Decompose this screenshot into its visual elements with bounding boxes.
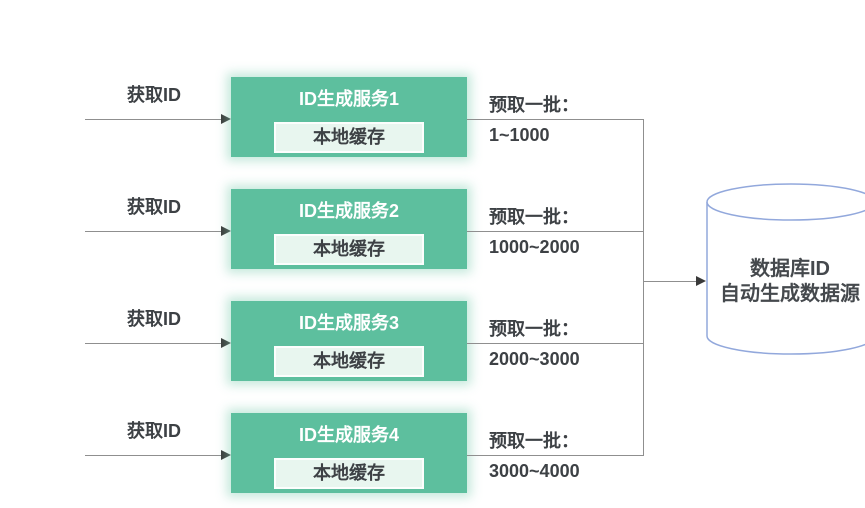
local-cache-node: 本地缓存 bbox=[274, 458, 424, 489]
prefetch-label: 预取一批： bbox=[489, 95, 579, 115]
request-line bbox=[85, 455, 223, 456]
database-cylinder-icon bbox=[706, 183, 865, 355]
service-title: ID生成服务4 bbox=[298, 425, 399, 445]
database-label-line1: 数据库ID bbox=[750, 258, 830, 280]
request-line bbox=[85, 119, 223, 120]
bus-line bbox=[643, 119, 644, 456]
service-node: ID生成服务4 本地缓存 bbox=[231, 413, 467, 493]
service-title: ID生成服务3 bbox=[298, 313, 399, 333]
arrowhead-right-icon bbox=[696, 276, 706, 286]
prefetch-line bbox=[467, 231, 643, 232]
local-cache-node: 本地缓存 bbox=[274, 346, 424, 377]
arrowhead-right-icon bbox=[221, 450, 231, 460]
database-label: 数据库ID 自动生成数据源 bbox=[690, 257, 865, 307]
request-label: 获取ID bbox=[127, 85, 181, 105]
arrowhead-right-icon bbox=[221, 114, 231, 124]
db-arrow-line bbox=[643, 281, 698, 282]
service-title: ID生成服务2 bbox=[298, 201, 399, 221]
prefetch-range: 2000~3000 bbox=[489, 349, 580, 369]
request-line bbox=[85, 231, 223, 232]
request-label: 获取ID bbox=[127, 197, 181, 217]
prefetch-label: 预取一批： bbox=[489, 319, 579, 339]
prefetch-line bbox=[467, 343, 643, 344]
local-cache-node: 本地缓存 bbox=[274, 122, 424, 153]
request-line bbox=[85, 343, 223, 344]
prefetch-line bbox=[467, 455, 643, 456]
database-label-line2: 自动生成数据源 bbox=[720, 283, 860, 305]
prefetch-label: 预取一批： bbox=[489, 207, 579, 227]
request-label: 获取ID bbox=[127, 309, 181, 329]
prefetch-label: 预取一批： bbox=[489, 431, 579, 451]
prefetch-range: 3000~4000 bbox=[489, 461, 580, 481]
request-label: 获取ID bbox=[127, 421, 181, 441]
prefetch-range: 1000~2000 bbox=[489, 237, 580, 257]
local-cache-node: 本地缓存 bbox=[274, 234, 424, 265]
service-node: ID生成服务1 本地缓存 bbox=[231, 77, 467, 157]
prefetch-line bbox=[467, 119, 643, 120]
service-node: ID生成服务2 本地缓存 bbox=[231, 189, 467, 269]
arrowhead-right-icon bbox=[221, 226, 231, 236]
service-node: ID生成服务3 本地缓存 bbox=[231, 301, 467, 381]
arrowhead-right-icon bbox=[221, 338, 231, 348]
service-title: ID生成服务1 bbox=[298, 89, 399, 109]
prefetch-range: 1~1000 bbox=[489, 125, 550, 145]
